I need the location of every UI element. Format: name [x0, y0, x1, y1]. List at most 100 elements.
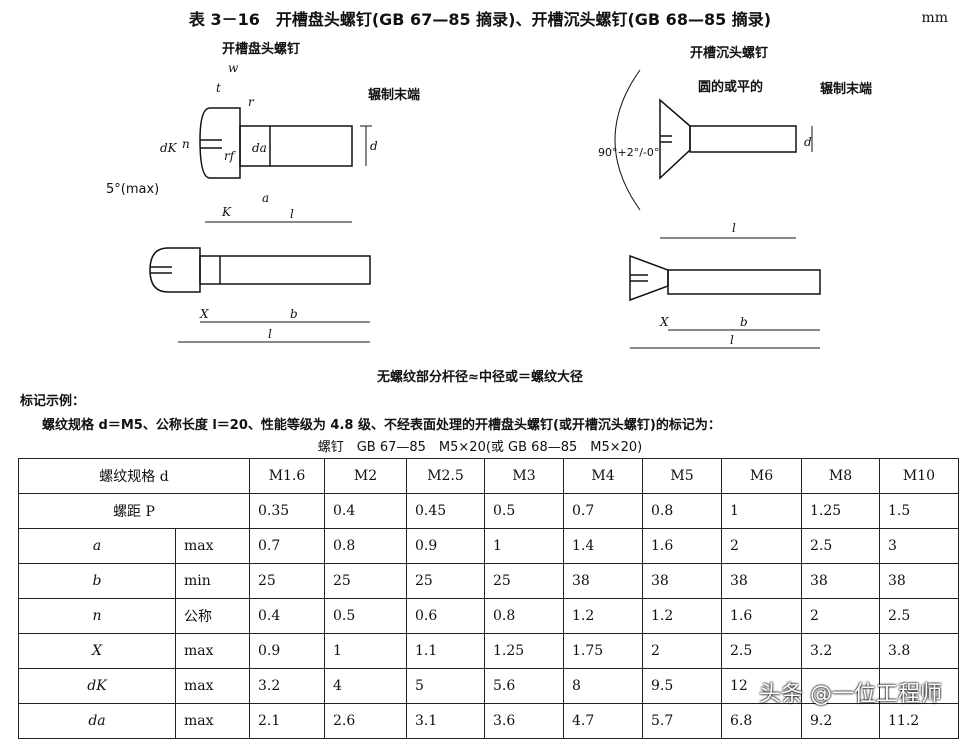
- cell: 0.4: [324, 493, 407, 529]
- cell: 1.5: [879, 493, 959, 529]
- cell: 1: [484, 528, 564, 564]
- cell: 5.7: [642, 703, 722, 739]
- row-label: a: [18, 528, 176, 564]
- size-header: M6: [721, 458, 802, 494]
- countersunk-screw-full-view: [629, 254, 821, 349]
- cell: 11.2: [879, 703, 959, 739]
- cell: 25: [484, 563, 564, 599]
- angle-label-right: 90°+2°/-0°: [598, 146, 660, 159]
- rolled-end-label-left: 辗制末端: [368, 88, 421, 103]
- dim-x: X: [199, 307, 209, 321]
- row-label: X: [18, 633, 176, 669]
- cell: 2: [721, 528, 802, 564]
- dim-b-right: b: [740, 315, 748, 329]
- cell: 5.6: [484, 668, 564, 704]
- size-header: M3: [484, 458, 564, 494]
- dim-w: w: [228, 61, 239, 75]
- cell: 38: [563, 563, 643, 599]
- countersunk-screw-side-view: [614, 69, 813, 239]
- cell: 3.1: [406, 703, 485, 739]
- dim-n: n: [182, 137, 190, 151]
- cell: 9.5: [642, 668, 722, 704]
- dim-k: K: [221, 205, 232, 219]
- table-header-row: 螺纹规格 d M1.6 M2 M2.5 M3 M4 M5 M6 M8 M10: [18, 458, 959, 494]
- row-qualifier: min: [175, 563, 250, 599]
- cell: 25: [249, 563, 325, 599]
- cell: 1.25: [484, 633, 564, 669]
- cell: 4.7: [563, 703, 643, 739]
- cell: 6.8: [721, 703, 802, 739]
- cell: 0.6: [406, 598, 485, 634]
- cell: 1.2: [642, 598, 722, 634]
- cell: 2.6: [324, 703, 407, 739]
- cell: 25: [406, 563, 485, 599]
- example-heading: 标记示例：: [20, 394, 86, 409]
- spec-table: 螺纹规格 d M1.6 M2 M2.5 M3 M4 M5 M6 M8 M10 螺…: [18, 458, 959, 739]
- dim-a: a: [262, 191, 269, 205]
- cell: 2: [642, 633, 722, 669]
- cell: 1: [324, 633, 407, 669]
- cell: 0.45: [406, 493, 485, 529]
- cell: 3.2: [249, 668, 325, 704]
- cell: 38: [801, 563, 880, 599]
- row-qualifier: max: [175, 633, 250, 669]
- screw-drawings: w t r rf dK n da d K a l X b l l b l X d: [149, 61, 821, 349]
- cell: 1.2: [563, 598, 643, 634]
- row-qualifier: max: [175, 668, 250, 704]
- header-label: 螺纹规格 d: [18, 458, 250, 494]
- cell: 2.5: [879, 598, 959, 634]
- row-qualifier: max: [175, 703, 250, 739]
- row-qualifier: max: [175, 528, 250, 564]
- cell: 0.5: [484, 493, 564, 529]
- cell: 8: [563, 668, 643, 704]
- cell: 2.5: [721, 633, 802, 669]
- cell: 2.1: [249, 703, 325, 739]
- left-drawing-title: 开槽盘头螺钉: [222, 42, 301, 57]
- row-qualifier: 公称: [175, 598, 250, 634]
- rolled-end-label-right: 辗制末端: [820, 82, 873, 97]
- angle-label-left: 5°(max): [106, 182, 160, 197]
- dim-b: b: [290, 307, 298, 321]
- watermark: 头条 @一位工程师: [759, 682, 942, 707]
- cell: 0.9: [249, 633, 325, 669]
- cell: 1.6: [642, 528, 722, 564]
- cell: 0.7: [249, 528, 325, 564]
- cell: 1.1: [406, 633, 485, 669]
- dim-x-right: X: [659, 315, 669, 329]
- row-label: da: [18, 703, 176, 739]
- cell: 38: [879, 563, 959, 599]
- cell: 0.4: [249, 598, 325, 634]
- row-label: 螺距 P: [18, 493, 250, 529]
- row-label: n: [18, 598, 176, 634]
- dim-d: d: [370, 139, 378, 153]
- row-label: dK: [18, 668, 176, 704]
- cell: 2: [801, 598, 880, 634]
- cell: 1: [721, 493, 802, 529]
- cell: 0.35: [249, 493, 325, 529]
- cell: 0.8: [642, 493, 722, 529]
- cell: 1.6: [721, 598, 802, 634]
- cell: 9.2: [801, 703, 880, 739]
- cell: 0.9: [406, 528, 485, 564]
- dim-da: da: [252, 141, 267, 155]
- size-header: M4: [563, 458, 643, 494]
- dim-rf: rf: [224, 149, 237, 163]
- cell: 1.25: [801, 493, 880, 529]
- dim-l-right: l: [732, 221, 736, 235]
- caption: 无螺纹部分杆径≈中径或＝螺纹大径: [377, 370, 583, 385]
- table-title: 表 3－16 开槽盘头螺钉(GB 67—85 摘录)、开槽沉头螺钉(GB 68—…: [188, 10, 772, 29]
- round-or-flat-label: 圆的或平的: [698, 80, 764, 95]
- dim-l: l: [290, 207, 294, 221]
- cell: 3.2: [801, 633, 880, 669]
- cell: 2.5: [801, 528, 880, 564]
- cell: 3.6: [484, 703, 564, 739]
- cell: 3.8: [879, 633, 959, 669]
- dim-dk: dK: [160, 141, 178, 155]
